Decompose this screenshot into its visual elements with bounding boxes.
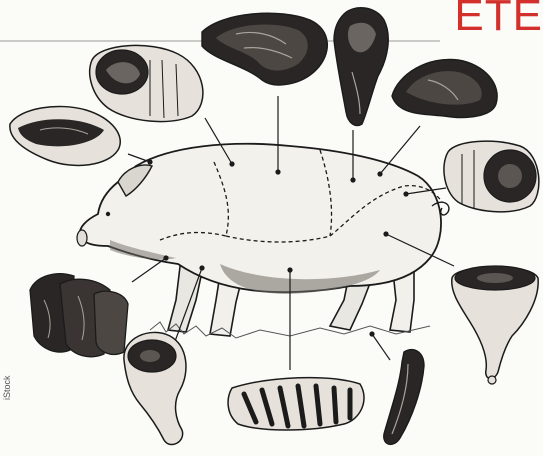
cut-icon-1	[90, 45, 203, 121]
pig-icon	[77, 144, 449, 338]
cut-icon-12	[488, 376, 496, 384]
cut-icon-3	[334, 8, 388, 126]
cut-icon-6	[444, 141, 539, 212]
image-credit: iStock	[2, 375, 12, 400]
cut-icon-7	[452, 266, 538, 379]
cut-icon-2	[202, 13, 327, 85]
cut-icon-9	[124, 332, 186, 444]
cut-icon-5	[10, 106, 120, 165]
cut-icon-4	[392, 59, 497, 117]
cut-icon-10	[228, 378, 364, 430]
cut-icon-8	[30, 274, 128, 357]
cut-icon-11	[384, 350, 424, 445]
page-heading-fragment: ETE	[454, 0, 543, 38]
